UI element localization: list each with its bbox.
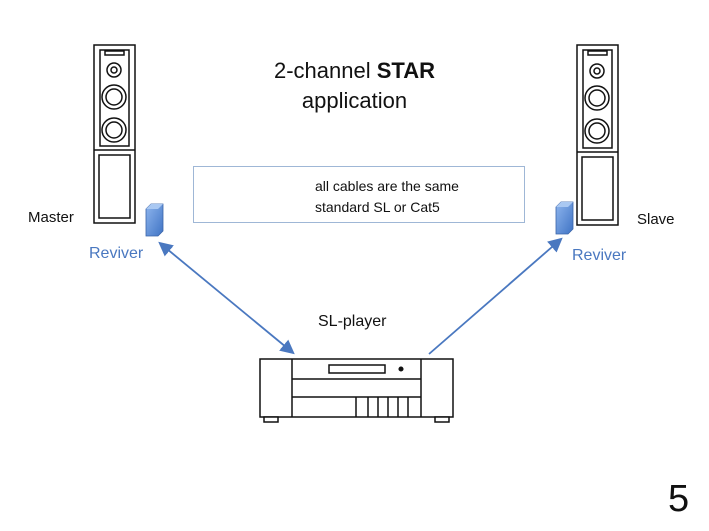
cable-player-to-slave <box>428 237 563 355</box>
reviver-left-box <box>145 203 164 237</box>
legend-line-2: standard SL or Cat5 <box>315 199 440 215</box>
master-speaker <box>93 44 136 224</box>
sl-player-label: SL-player <box>318 313 387 330</box>
legend-box <box>193 166 525 223</box>
title-prefix: 2-channel <box>273 58 371 83</box>
slide-title: 2-channel STAR <box>0 58 709 84</box>
reviver-right-label: Reviver <box>572 247 627 264</box>
page-number: 5 <box>668 478 690 520</box>
master-label: Master <box>28 209 74 226</box>
legend-line-1: all cables are the same <box>315 178 459 194</box>
sl-player-device <box>259 358 454 423</box>
cable-master-to-player <box>158 241 295 355</box>
title-bold: STAR <box>376 58 436 83</box>
slave-speaker <box>576 44 619 226</box>
slave-label: Slave <box>637 211 675 228</box>
reviver-left-label: Reviver <box>89 245 144 262</box>
slide-subtitle: application <box>301 88 408 113</box>
reviver-right-box <box>555 201 574 235</box>
